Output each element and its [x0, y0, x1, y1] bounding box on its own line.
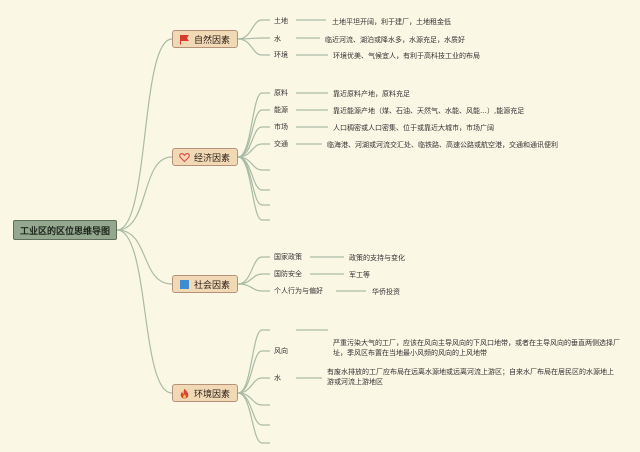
square-icon: [179, 279, 190, 290]
item-desc-water-env: 有废水排放的工厂应布局在远离水源地或远离河流上游区；自来水厂布局在居民区的水源地…: [327, 368, 614, 386]
item-label-raw-material: 原料: [274, 89, 288, 97]
category-label: 社会因素: [194, 280, 231, 291]
root-branch-line: [116, 229, 173, 285]
flag-icon: [179, 34, 190, 45]
category-branch-line: [237, 350, 270, 394]
item-label-defense: 国防安全: [274, 270, 302, 278]
root-node[interactable]: 工业区的区位思维导图: [13, 220, 117, 240]
category-label: 经济因素: [194, 153, 231, 164]
category-label: 自然因素: [194, 35, 231, 46]
item-desc-water: 临近河流、湖泊或降水多，水源充足，水质好: [325, 36, 465, 44]
item-desc-market: 人口稠密或人口密集、位于或靠近大城市，市场广阔: [333, 124, 494, 132]
category-branch-line: [237, 38, 270, 56]
root-branch-line: [116, 38, 173, 231]
category-branch-line: [237, 109, 270, 158]
category-branch-line: [237, 19, 270, 40]
item-label-land: 土地: [274, 17, 288, 25]
category-branch-line: [237, 273, 270, 285]
category-branch-line: [237, 283, 270, 292]
item-desc-transport: 临海港、河湖或河流交汇处、临铁路、高速公路或航空港，交通和通讯便利: [327, 141, 558, 149]
category-environmental[interactable]: 环境因素: [172, 384, 238, 402]
category-branch-line: [237, 92, 270, 158]
heart-icon: [179, 152, 190, 163]
category-branch-line: [237, 143, 270, 158]
root-branch-line: [116, 156, 173, 231]
item-desc-defense: 军工等: [349, 271, 370, 279]
category-economic[interactable]: 经济因素: [172, 148, 238, 166]
category-branch-line: [237, 392, 270, 444]
category-branch-line: [237, 156, 270, 191]
category-label: 环境因素: [194, 389, 231, 400]
item-label-water: 水: [274, 35, 281, 43]
category-branch-line: [237, 156, 270, 221]
category-natural[interactable]: 自然因素: [172, 30, 238, 48]
category-branch-line: [237, 329, 270, 394]
root-branch-line: [116, 229, 173, 394]
fire-icon: [179, 388, 190, 399]
item-desc-land: 土地平坦开阔，利于建厂，土地租金低: [332, 18, 451, 26]
item-label-water-env: 水: [274, 374, 281, 382]
category-branch-line: [237, 392, 270, 426]
item-desc-wind: 严重污染大气的工厂，应该在风向主导风向的下风口地带，或者在主导风向的垂直两侧选择…: [333, 339, 620, 357]
item-label-transport: 交通: [274, 140, 288, 148]
category-social[interactable]: 社会因素: [172, 275, 238, 293]
item-label-wind: 风向: [274, 347, 288, 355]
item-label-market: 市场: [274, 123, 288, 131]
item-label-personal: 个人行为与偏好: [274, 287, 323, 295]
item-label-policy: 国家政策: [274, 253, 302, 261]
item-desc-policy: 政策的支持与变化: [349, 254, 405, 262]
item-label-environment: 环境: [274, 51, 288, 59]
item-desc-environment: 环境优美、气候宜人，有利于高科技工业的布局: [333, 52, 480, 60]
category-branch-line: [237, 126, 270, 158]
category-branch-line: [237, 256, 270, 285]
item-desc-raw-material: 靠近原料产地，原料充足: [333, 90, 410, 98]
category-branch-line: [237, 377, 270, 394]
root-label: 工业区的区位思维导图: [19, 226, 110, 237]
item-desc-energy: 靠近能源产地（煤、石油、天然气、水能、风能…）,能源充足: [333, 107, 525, 115]
item-desc-personal: 华侨投资: [372, 288, 400, 296]
item-label-energy: 能源: [274, 106, 288, 114]
